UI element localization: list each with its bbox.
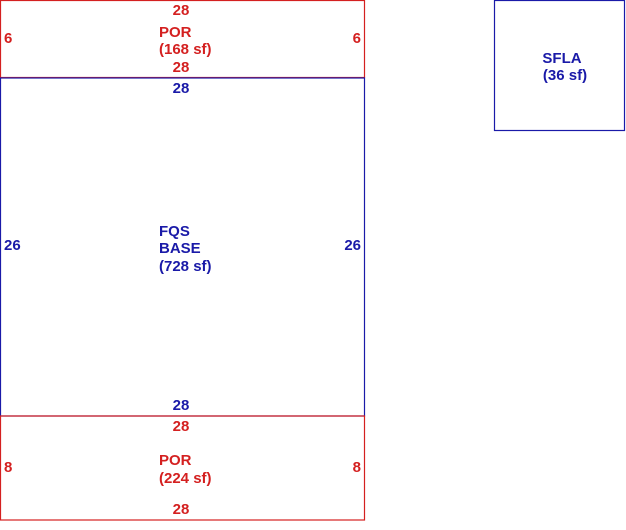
bottom-porch-dim-top: 28 bbox=[173, 418, 190, 435]
top-porch-dim-bottom: 28 bbox=[173, 59, 190, 76]
bottom-porch-area: (224 sf) bbox=[159, 470, 212, 487]
top-porch-dim-top: 28 bbox=[173, 2, 190, 19]
base-dim-right: 26 bbox=[344, 237, 361, 254]
base-dim-left: 26 bbox=[4, 237, 21, 254]
bottom-porch-outline bbox=[0, 415, 366, 521]
bottom-porch-dim-bottom: 28 bbox=[173, 501, 190, 518]
bottom-porch-dim-left: 8 bbox=[4, 459, 12, 476]
base-dim-top: 28 bbox=[173, 80, 190, 97]
top-porch-dim-right: 6 bbox=[353, 30, 361, 47]
top-porch-section: 28 6 6 POR (168 sf) 28 bbox=[0, 0, 366, 79]
bottom-porch-code: POR bbox=[159, 452, 192, 469]
top-porch-dim-left: 6 bbox=[4, 30, 12, 47]
base-code: FQS bbox=[159, 223, 190, 240]
sfla-area: (36 sf) bbox=[543, 67, 587, 84]
bottom-porch-section: 28 8 8 POR (224 sf) 28 bbox=[0, 415, 366, 521]
base-section: 28 26 26 FQS BASE (728 sf) 28 bbox=[0, 77, 366, 417]
sfla-code: SFLA bbox=[542, 50, 581, 67]
top-porch-area: (168 sf) bbox=[159, 41, 212, 58]
bottom-porch-dim-right: 8 bbox=[353, 459, 361, 476]
base-dim-bottom: 28 bbox=[173, 397, 190, 414]
top-porch-code: POR bbox=[159, 24, 192, 41]
base-area: (728 sf) bbox=[159, 258, 212, 275]
sfla-outline bbox=[493, 0, 626, 132]
base-name: BASE bbox=[159, 240, 201, 257]
sfla-section: SFLA (36 sf) bbox=[493, 0, 626, 132]
